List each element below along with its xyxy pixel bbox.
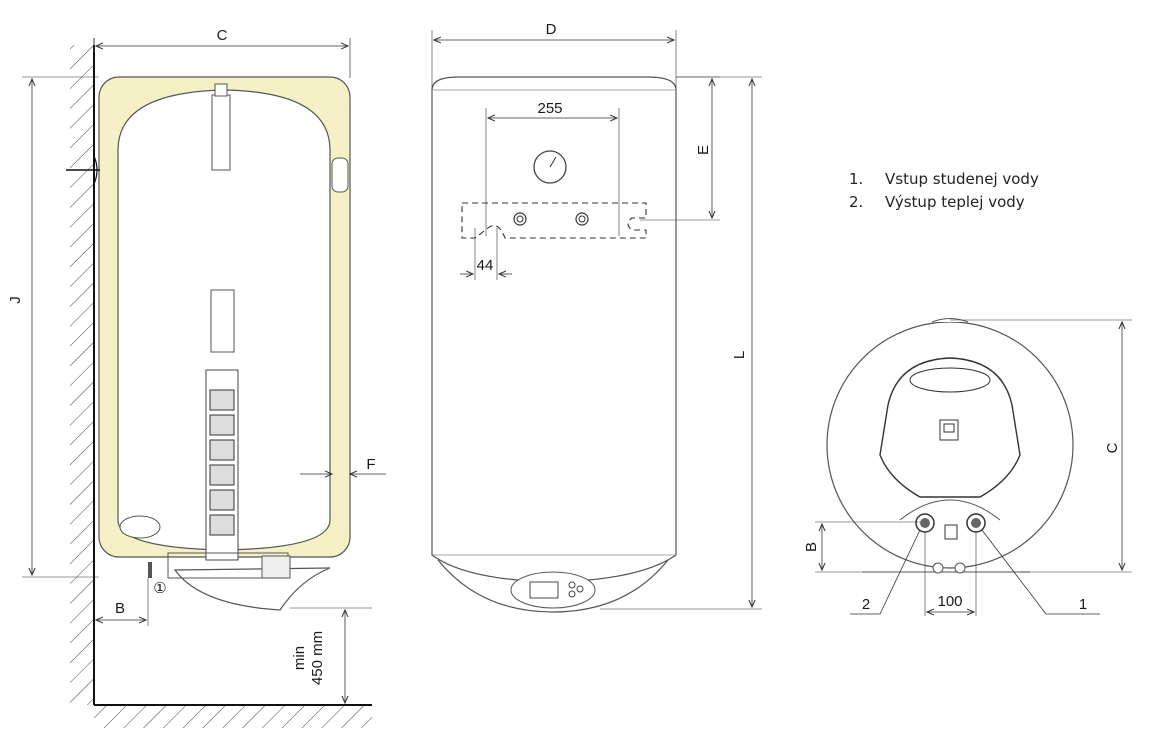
anode-top	[211, 94, 231, 171]
dim-j-label: J	[7, 296, 24, 304]
display	[529, 581, 559, 599]
dim-d-label: D	[546, 21, 557, 38]
dim-c-label: C	[217, 27, 228, 44]
inlet-marker: ①	[153, 580, 166, 597]
dim-44-label: 44	[477, 257, 494, 274]
clearance-min: min	[291, 646, 308, 670]
pipe-connection	[513, 212, 527, 226]
dim-b-label: B	[115, 600, 125, 617]
panel-button	[568, 590, 576, 598]
bottom-cover	[173, 567, 331, 611]
floor-hatch	[94, 706, 372, 728]
dim-f-label: F	[366, 456, 375, 473]
legend-item: 1. Vstup studenej vody	[849, 168, 1039, 191]
switch-icon	[939, 419, 959, 441]
side-view: C J B ① F min 450 mm	[7, 27, 386, 728]
dim-l-label: L	[731, 351, 748, 359]
panel-button	[568, 581, 576, 589]
callout-2: 2	[862, 596, 870, 613]
legend-text: Výstup teplej vody	[885, 193, 1025, 211]
clearance-value: 450 mm	[309, 631, 326, 685]
anode-bottom	[119, 515, 161, 539]
bottom-view: C B 100 2 1	[803, 318, 1132, 616]
dim-e-label: E	[695, 145, 712, 155]
sensor-tube	[210, 289, 235, 353]
front-view: D 255 44 E L	[431, 21, 762, 613]
legend-text: Vstup studenej vody	[885, 170, 1039, 188]
pipe-connection	[575, 212, 589, 226]
legend-number: 1.	[849, 170, 864, 188]
legend-item: 2. Výstup teplej vody	[849, 191, 1039, 214]
dim-255-label: 255	[537, 100, 562, 117]
callout-1: 1	[1079, 596, 1087, 613]
legend: 1. Vstup studenej vody 2. Výstup teplej …	[849, 168, 1039, 214]
dim-c-bottom-label: C	[1104, 442, 1121, 453]
dim-b-bottom-label: B	[803, 542, 820, 552]
mounting-bracket	[461, 202, 647, 239]
dim-100-label: 100	[937, 593, 962, 610]
panel-button	[576, 585, 584, 593]
thermostat-knob	[331, 157, 349, 193]
legend-number: 2.	[849, 193, 864, 211]
wall-hatch	[70, 45, 94, 705]
